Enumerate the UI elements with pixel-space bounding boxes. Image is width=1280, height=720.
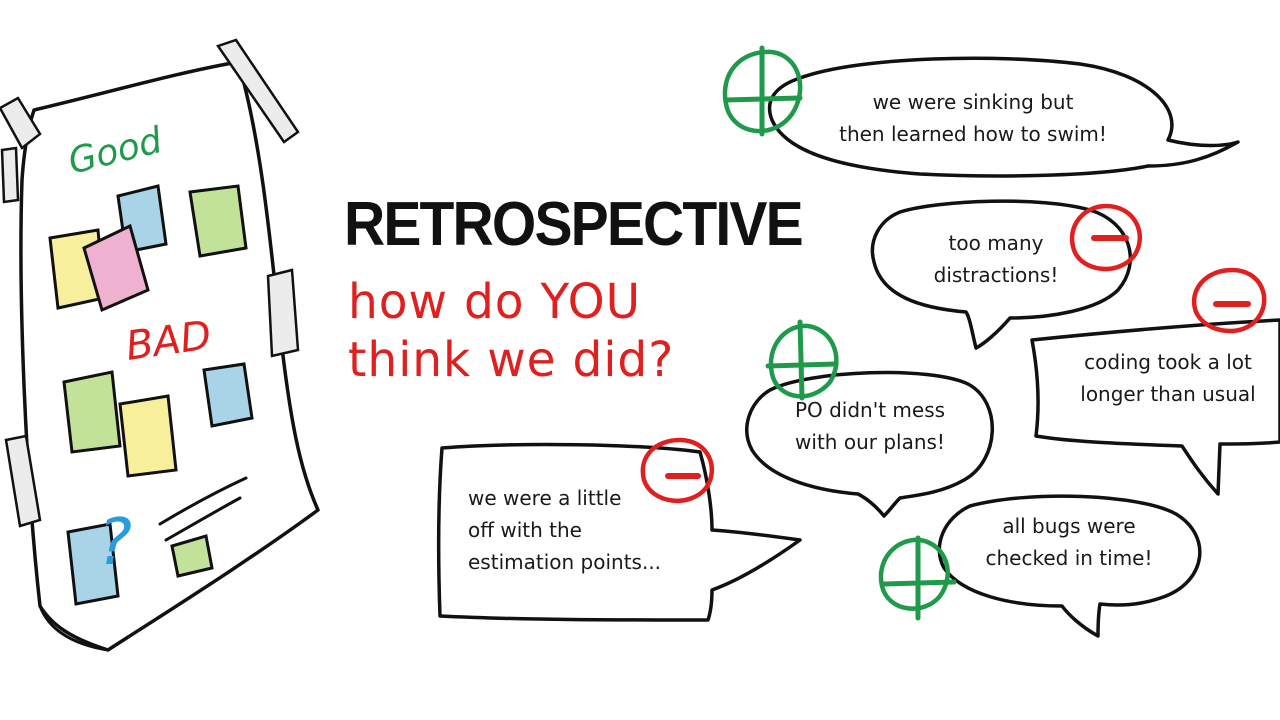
bubble-bugs-line-1: all bugs were: [1002, 514, 1136, 538]
bubble-sinking-line-1: we were sinking but: [872, 90, 1074, 114]
sticky-blue-3: [66, 522, 120, 606]
bubble-coding-line-1: coding took a lot: [1084, 350, 1252, 374]
plus-sign-bugs: [878, 535, 957, 621]
bubble-estimation-line-3: estimation points...: [468, 550, 662, 574]
sticky-green-3: [170, 534, 214, 578]
subtitle-line-1: how do YOU: [348, 274, 642, 330]
bubble-distractions-line-1: too many: [948, 231, 1044, 255]
plus-sign-sinking: [722, 45, 803, 137]
bubble-po-line-2: with our plans!: [795, 430, 945, 454]
bubble-estimation-text: we were a little off with the estimation…: [468, 482, 688, 578]
sticky-green-2: [62, 370, 122, 454]
bubble-bugs-outline: [937, 494, 1202, 638]
note-line-2: [164, 496, 242, 542]
bubble-coding-line-2: longer than usual: [1080, 382, 1256, 406]
sticky-green-1: [188, 184, 248, 258]
sticky-blue-2: [202, 362, 254, 428]
sticky-yellow-2: [118, 394, 178, 478]
minus-sign-distractions: [1070, 203, 1143, 272]
board-question-mark: ?: [98, 506, 132, 580]
tape-right: [266, 268, 300, 358]
bubble-estimation-outline: [436, 442, 802, 622]
bubble-sinking-outline: [767, 56, 1240, 178]
subtitle-line-2: think we did?: [348, 332, 675, 388]
minus-sign-coding: [1192, 267, 1267, 334]
tape-top-left: [0, 96, 42, 150]
bubble-coding-outline: [1030, 318, 1280, 496]
tape-top-right: [216, 38, 300, 144]
tape-left-bottom: [4, 434, 42, 528]
bubble-sinking-text: we were sinking but then learned how to …: [808, 86, 1138, 150]
bubble-bugs-text: all bugs were checked in time!: [964, 510, 1174, 574]
page-title: RETROSPECTIVE: [344, 190, 804, 259]
bubble-distractions-outline: [870, 199, 1133, 350]
bubble-distractions-line-2: distractions!: [933, 263, 1059, 287]
minus-sign-estimation: [640, 437, 715, 503]
retro-board: [0, 38, 320, 652]
tape-left-top: [0, 146, 20, 204]
bubble-po-line-1: PO didn't mess: [794, 398, 946, 422]
sticky-pink-1: [82, 223, 150, 313]
bubble-po-text: PO didn't mess with our plans!: [770, 394, 970, 458]
bubble-bugs-line-2: checked in time!: [985, 546, 1153, 570]
bubble-po-outline: [745, 370, 994, 518]
bubble-coding-text: coding took a lot longer than usual: [1062, 346, 1274, 410]
plus-sign-po: [765, 319, 839, 401]
note-line-1: [158, 476, 248, 526]
bubble-estimation-line-2: off with the: [468, 518, 582, 542]
bubble-distractions-text: too many distractions!: [906, 227, 1086, 291]
bubble-sinking-line-2: then learned how to swim!: [839, 122, 1107, 146]
bubble-estimation-line-1: we were a little: [468, 486, 622, 510]
